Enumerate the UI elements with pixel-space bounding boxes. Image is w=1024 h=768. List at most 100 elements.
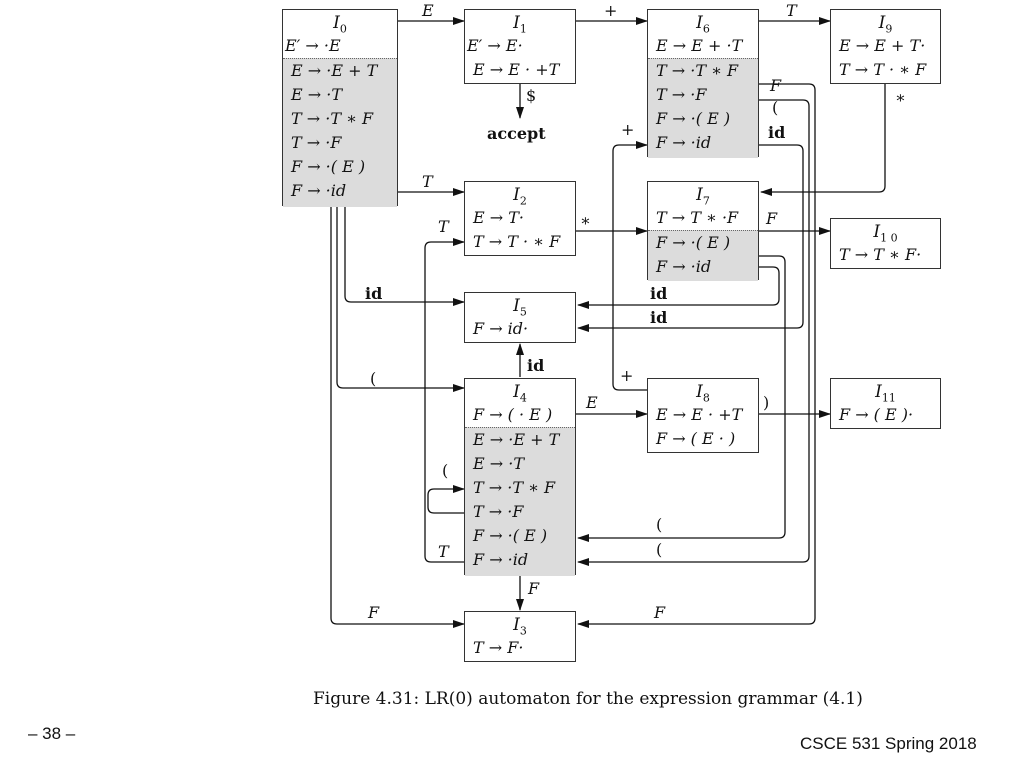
edge-label: +: [621, 120, 635, 139]
closure-item: T → ·F: [473, 502, 524, 521]
closure-item: T → ·F: [656, 85, 707, 104]
state-i2: I2 E → T· T → T · ∗ F: [464, 181, 576, 256]
kernel-item: E′ → ·E: [285, 36, 341, 55]
closure-items: F → ·( E ) F → ·id: [648, 230, 758, 281]
state-i11: I11 F → ( E )·: [830, 378, 941, 429]
edge-label: E: [586, 393, 598, 412]
state-title: I11: [875, 382, 896, 405]
state-i6: I6 E → E + ·T T → ·T ∗ F T → ·F F → ·( E…: [647, 9, 759, 158]
edge-label: E: [422, 1, 434, 20]
accept-label: accept: [487, 124, 546, 143]
state-i1: I1 E′ → E· E → E · +T: [464, 9, 576, 84]
edge-label: id: [768, 123, 786, 142]
state-i10: I1 0 T → T ∗ F·: [830, 218, 941, 269]
edge-label: (: [370, 369, 377, 388]
closure-item: F → ·id: [656, 133, 712, 152]
closure-item: T → ·F: [291, 133, 342, 152]
kernel-item: F → id·: [473, 319, 529, 338]
figure-caption: Figure 4.31: LR(0) automaton for the exp…: [313, 689, 863, 709]
state-i9: I9 E → E + T· T → T · ∗ F: [830, 9, 941, 84]
closure-item: T → ·T ∗ F: [291, 109, 374, 128]
kernel-item: F → ( E )·: [839, 405, 914, 424]
closure-item: T → ·T ∗ F: [656, 61, 739, 80]
state-i8: I8 E → E · +T F → ( E · ): [647, 378, 759, 453]
edge-i0-i4: [336, 206, 465, 392]
closure-item: F → ·( E ): [656, 233, 731, 252]
edge-i7-i4: [577, 255, 786, 542]
state-title: I4: [513, 382, 527, 405]
state-i5: I5 F → id·: [464, 292, 576, 343]
kernel-item: T → T ∗ F·: [839, 245, 922, 264]
edge-label: +: [620, 366, 634, 385]
closure-item: F → ·( E ): [656, 109, 731, 128]
edge-label: F: [766, 209, 778, 228]
kernel-item: E → E · +T: [656, 405, 743, 424]
closure-item: T → ·T ∗ F: [473, 478, 556, 497]
state-title: I5: [513, 296, 527, 319]
edge-i8-i6: [612, 141, 648, 391]
kernel-item: F → ( · E ): [473, 405, 553, 424]
closure-items: E → ·E + T E → ·T T → ·T ∗ F T → ·F F → …: [283, 58, 397, 207]
edge-label: ∗: [895, 88, 906, 107]
kernel-item: E → E + T·: [839, 36, 926, 55]
edge-label: (: [656, 540, 663, 559]
state-title: I9: [878, 13, 893, 36]
state-title: I1 0: [873, 222, 898, 245]
state-i3: I3 T → F·: [464, 611, 576, 662]
edge-i6-i5: [577, 144, 804, 332]
kernel-item: T → T ∗ ·F: [656, 208, 739, 227]
edge-i4-self: [427, 485, 465, 514]
closure-item: F → ·id: [473, 550, 529, 569]
kernel-item: E → E · +T: [473, 60, 560, 79]
edge-label: F: [528, 579, 540, 598]
closure-item: E → ·E + T: [473, 430, 560, 449]
kernel-item: T → T · ∗ F: [839, 60, 927, 79]
edge-label: F: [368, 603, 380, 622]
edge-label: id: [650, 308, 668, 327]
edge-label: T: [438, 217, 449, 236]
closure-item: F → ·id: [291, 181, 347, 200]
edge-label: F: [654, 603, 666, 622]
closure-items: E → ·E + T E → ·T T → ·T ∗ F T → ·F F → …: [465, 427, 575, 576]
edge-label: T: [422, 172, 433, 191]
edge-i0-i3: [330, 206, 465, 628]
course-footer: CSCE 531 Spring 2018: [800, 734, 977, 753]
state-title: I6: [696, 13, 710, 36]
page-number: – 38 –: [28, 724, 76, 743]
state-i0: I0 E′ → ·E E → ·E + T E → ·T T → ·T ∗ F …: [282, 9, 398, 207]
kernel-item: E → E + ·T: [656, 36, 743, 55]
edge-label: T: [786, 1, 797, 20]
state-title: I8: [696, 382, 710, 405]
edge-label: (: [772, 98, 779, 117]
state-title: I2: [513, 185, 527, 208]
edge-i7-i5: [577, 266, 780, 309]
edge-label: ∗: [580, 211, 591, 230]
kernel-item: E → T·: [473, 208, 525, 227]
edge-label: F: [770, 76, 782, 95]
closure-item: E → ·T: [473, 454, 525, 473]
edge-i6-i4: [577, 99, 810, 566]
state-title: I1: [513, 13, 527, 36]
closure-items: T → ·T ∗ F T → ·F F → ·( E ) F → ·id: [648, 58, 758, 158]
closure-item: F → ·( E ): [291, 157, 366, 176]
kernel-item: T → T · ∗ F: [473, 232, 561, 251]
edge-label: $: [526, 86, 537, 105]
edge-label: T: [438, 542, 449, 561]
edge-label: id: [365, 284, 383, 303]
state-title: I7: [696, 185, 710, 208]
state-i4: I4 F → ( · E ) E → ·E + T E → ·T T → ·T …: [464, 378, 576, 576]
edge-i6-i3: [577, 83, 816, 628]
edge-i0-i5: [344, 206, 465, 306]
state-i7: I7 T → T ∗ ·F F → ·( E ) F → ·id: [647, 181, 759, 281]
kernel-item: T → F·: [473, 638, 524, 657]
closure-item: F → ·( E ): [473, 526, 548, 545]
state-title: I3: [513, 615, 527, 638]
state-title: I0: [333, 13, 347, 36]
kernel-item: F → ( E · ): [656, 429, 736, 448]
edge-label: ): [763, 393, 770, 412]
closure-item: E → ·E + T: [291, 61, 378, 80]
edge-label: (: [656, 515, 663, 534]
edge-label: id: [650, 284, 668, 303]
edge-label: +: [604, 1, 618, 20]
